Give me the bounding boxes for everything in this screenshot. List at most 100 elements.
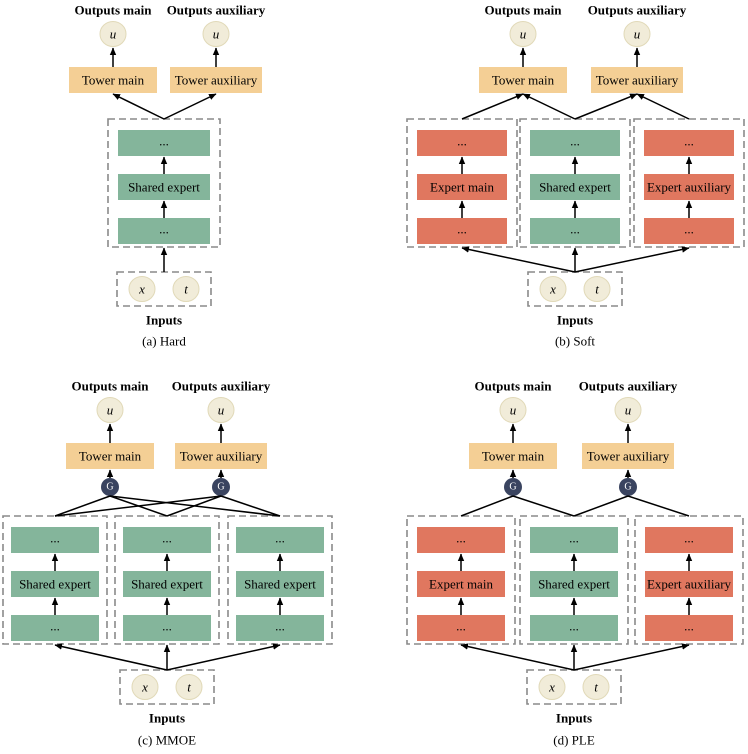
upper-block (644, 130, 734, 156)
arrow-shared-to-tower-main (522, 93, 576, 120)
output-auxiliary-node (614, 397, 642, 423)
mmoe-shared-3-column: ...Shared expert... (236, 527, 324, 641)
soft-expert-main-column: ...Expert main... (417, 130, 507, 244)
middle-block (530, 571, 618, 597)
lower-block (417, 615, 505, 641)
tower-auxiliary (170, 67, 262, 93)
line-expert-main-to-gate-main (460, 495, 514, 517)
ple-expert-main-column: ...Expert main... (417, 527, 505, 641)
gate-label: G (217, 482, 224, 493)
input-x-node-label: x (138, 282, 145, 297)
outputs-main-title: Outputs main (75, 3, 153, 18)
middle-block (417, 174, 507, 200)
upper-block (530, 527, 618, 553)
mmoe-shared-3-box (227, 515, 333, 645)
output-auxiliary-node-label: u (218, 403, 225, 418)
lower-block (530, 615, 618, 641)
line-expert2-to-gate-main (109, 495, 168, 517)
tower-main (66, 443, 154, 469)
tower-main (479, 67, 567, 93)
gate-label: G (509, 482, 516, 493)
input-x-node (128, 276, 156, 302)
middle-block (118, 174, 210, 200)
mmoe-shared-2-box (114, 515, 220, 645)
upper-block-label: ... (457, 134, 467, 149)
output-auxiliary-node-label: u (625, 403, 632, 418)
caption-soft: (b) Soft (555, 334, 595, 349)
tower-auxiliary-label: Tower auxiliary (596, 73, 679, 88)
arrow-inputs-to-expert-aux (573, 643, 690, 671)
tower-main-label: Tower main (482, 449, 545, 464)
arrow-inputs-to-expert-main (460, 643, 575, 671)
arrow-box-to-tower-aux (163, 93, 217, 120)
upper-block-label: ... (569, 531, 579, 546)
gate-node (619, 478, 637, 496)
middle-block (644, 174, 734, 200)
arrow-expert-main-to-tower-main (461, 93, 524, 120)
arrow-box-to-tower-main (112, 93, 165, 120)
middle-block (530, 174, 620, 200)
middle-block-label: Expert auxiliary (647, 577, 732, 592)
arrow-expert-aux-to-tower-aux (636, 93, 690, 120)
upper-block (123, 527, 211, 553)
upper-block (530, 130, 620, 156)
line-shared-to-gate-main (512, 495, 575, 517)
outputs-auxiliary-title: Outputs auxiliary (588, 3, 687, 18)
gate-node (504, 478, 522, 496)
middle-block (236, 571, 324, 597)
input-t-node (582, 674, 610, 700)
upper-block-label: ... (570, 134, 580, 149)
middle-block-label: Expert main (430, 180, 494, 195)
tower-main (469, 443, 557, 469)
input-t-node-label: t (594, 680, 598, 695)
arrow-inputs-to-expert3 (166, 643, 281, 671)
outputs-main-title: Outputs main (475, 379, 553, 394)
outputs-auxiliary-title: Outputs auxiliary (167, 3, 266, 18)
input-x-node-label: x (141, 680, 148, 695)
input-x-node (131, 674, 159, 700)
lower-block (417, 218, 507, 244)
outputs-main-title: Outputs main (72, 379, 150, 394)
output-main-node-label: u (510, 403, 517, 418)
lower-block-label: ... (50, 619, 60, 634)
inputs-title: Inputs (557, 313, 593, 328)
lower-block (11, 615, 99, 641)
middle-block (645, 571, 733, 597)
outputs-auxiliary-title: Outputs auxiliary (172, 379, 271, 394)
upper-block-label: ... (684, 531, 694, 546)
ple-shared-box (519, 515, 629, 645)
output-main-node (509, 21, 537, 47)
upper-block (645, 527, 733, 553)
caption-ple: (d) PLE (553, 733, 595, 748)
lower-block-label: ... (684, 222, 694, 237)
arrow-inputs-to-expert-main (461, 246, 576, 273)
upper-block-label: ... (162, 531, 172, 546)
input-t-node-label: t (184, 282, 188, 297)
upper-block (417, 130, 507, 156)
middle-block-label: Shared expert (539, 180, 611, 195)
output-main-node (96, 397, 124, 423)
line-expert1-to-gate-main (54, 495, 111, 517)
output-main-node (99, 21, 127, 47)
upper-block (118, 130, 210, 156)
output-main-node-label: u (107, 403, 114, 418)
gate-node (101, 478, 119, 496)
mmoe-shared-2-column: ...Shared expert... (123, 527, 211, 641)
middle-block (123, 571, 211, 597)
upper-block-label: ... (50, 531, 60, 546)
arrow-inputs-to-expert-aux (574, 246, 690, 273)
input-x-node (539, 276, 567, 302)
tower-main-label: Tower main (82, 73, 145, 88)
tower-auxiliary-label: Tower auxiliary (180, 449, 263, 464)
middle-block (11, 571, 99, 597)
upper-block (236, 527, 324, 553)
line-expert-aux-to-gate-aux (627, 495, 690, 517)
input-t-node (175, 674, 203, 700)
tower-auxiliary (591, 67, 683, 93)
inputs-title: Inputs (556, 711, 592, 726)
